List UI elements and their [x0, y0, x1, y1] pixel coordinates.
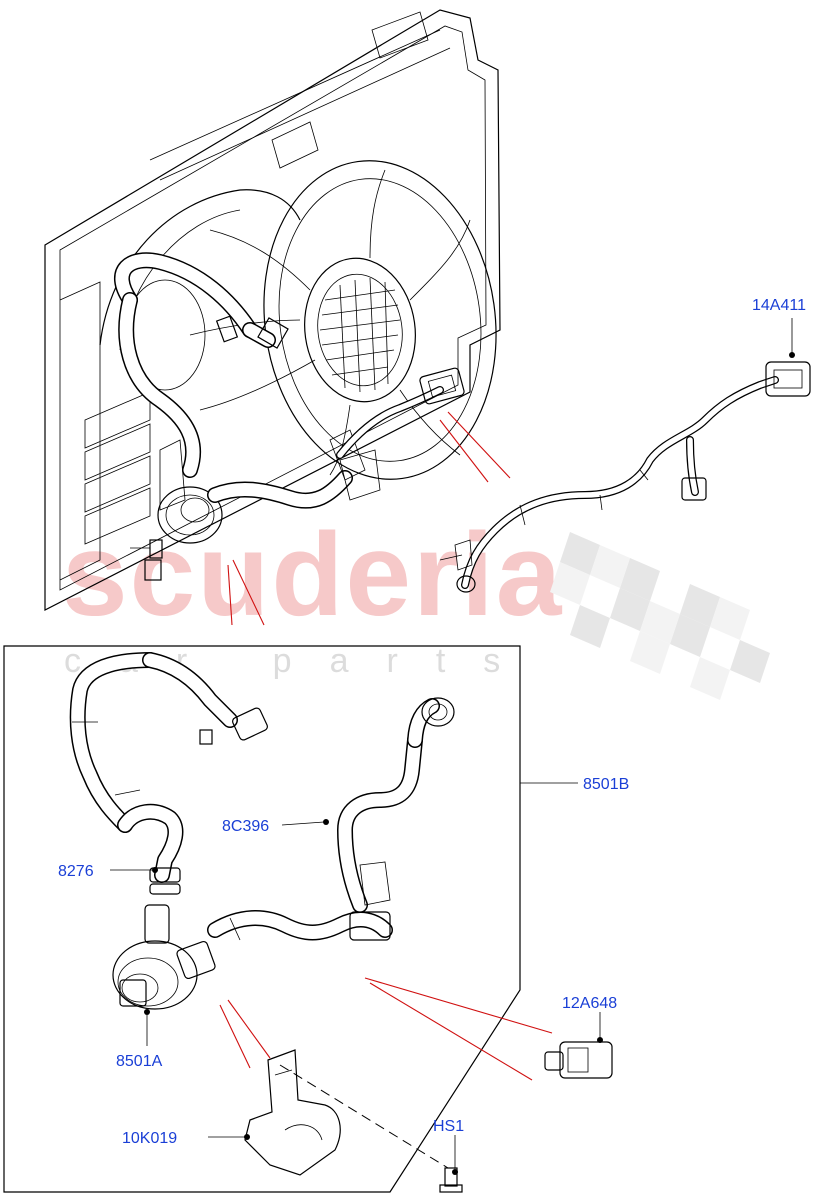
callout-8501A[interactable]: 8501A [116, 1053, 163, 1070]
bracket-10K019 [244, 1049, 341, 1176]
callout-8C396[interactable]: 8C396 [222, 818, 269, 835]
checkered-flag-icon [550, 532, 770, 700]
coolant-hose-top [114, 252, 289, 478]
callout-10K019[interactable]: 10K019 [122, 1130, 177, 1147]
coolant-pump-8501A [112, 940, 216, 1015]
outlet-hose-top [207, 429, 381, 509]
coolant-hose-8C396 [207, 697, 455, 941]
wiring-harness-top [336, 367, 465, 459]
hose-clamp-8276 [149, 867, 181, 895]
reference-lines-bottom [219, 977, 553, 1081]
callout-labels: 8501B 8C396 8276 8501A 12A648 HS1 10K019 [58, 776, 629, 1147]
watermark: scuderia car parts [62, 509, 770, 700]
bolt-HS1 [439, 1167, 463, 1193]
wiring-harness-14A411 [439, 352, 811, 593]
callout-12A648[interactable]: 12A648 [562, 995, 617, 1012]
detail-frame [3, 645, 521, 1193]
callout-8501B[interactable]: 8501B [583, 776, 629, 793]
callout-8276[interactable]: 8276 [58, 863, 94, 880]
bolt-axis-line [279, 1064, 449, 1169]
callout-HS1[interactable]: HS1 [433, 1118, 464, 1135]
coolant-hose-detail [69, 652, 268, 883]
callout-leaders [110, 782, 601, 1170]
coolant-pump-top [130, 439, 223, 581]
callout-14A411[interactable]: 14A411 [752, 297, 806, 314]
watermark-brand: scuderia [62, 509, 563, 641]
reference-lines-top [227, 411, 511, 626]
sensor-12A648 [544, 1037, 613, 1079]
hose-sleeve [144, 904, 170, 944]
radiator-fins [59, 281, 151, 581]
fan-hub-grille [319, 277, 401, 393]
